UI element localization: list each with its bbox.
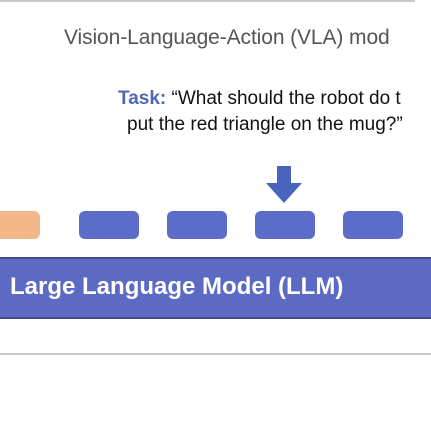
token-blue-1 xyxy=(79,211,139,239)
llm-label: Large Language Model (LLM) xyxy=(10,273,344,300)
task-prompt-line-2: put the red triangle on the mug?” xyxy=(127,114,403,135)
diagram-title: Vision-Language-Action (VLA) mod xyxy=(64,26,390,49)
token-blue-4 xyxy=(343,211,403,239)
llm-block xyxy=(0,257,431,319)
token-blue-2 xyxy=(167,211,227,239)
task-prompt-line-1: Task: “What should the robot do t xyxy=(118,88,401,110)
top-divider xyxy=(0,0,415,2)
token-orange xyxy=(0,211,40,239)
bottom-divider xyxy=(0,353,431,355)
task-label: Task: xyxy=(118,88,167,109)
task-text-1: “What should the robot do t xyxy=(166,88,401,109)
token-blue-3 xyxy=(255,211,315,239)
down-arrow-icon xyxy=(266,166,302,203)
